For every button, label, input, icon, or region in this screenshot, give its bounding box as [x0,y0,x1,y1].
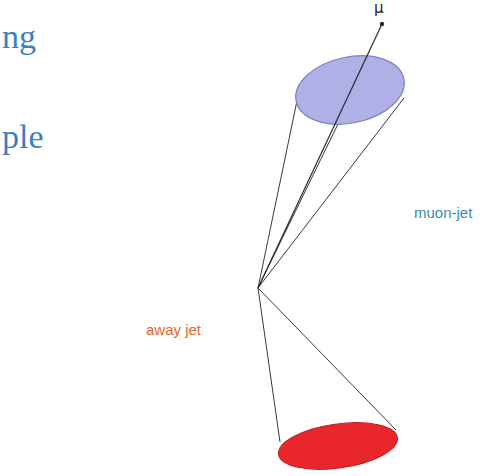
particle-symbol: μ [374,0,384,17]
slide-text: ple [2,118,44,155]
jet-label: away jet [146,322,201,339]
muon-tip [380,22,384,26]
muon-jet-ellipse [289,46,410,133]
slide-text: ng [2,18,36,55]
away-cone [258,288,396,442]
muon-cone [258,96,404,288]
muon-track [258,24,382,288]
away-jet-ellipse [276,416,401,476]
jet-label: muon-jet [414,205,472,222]
